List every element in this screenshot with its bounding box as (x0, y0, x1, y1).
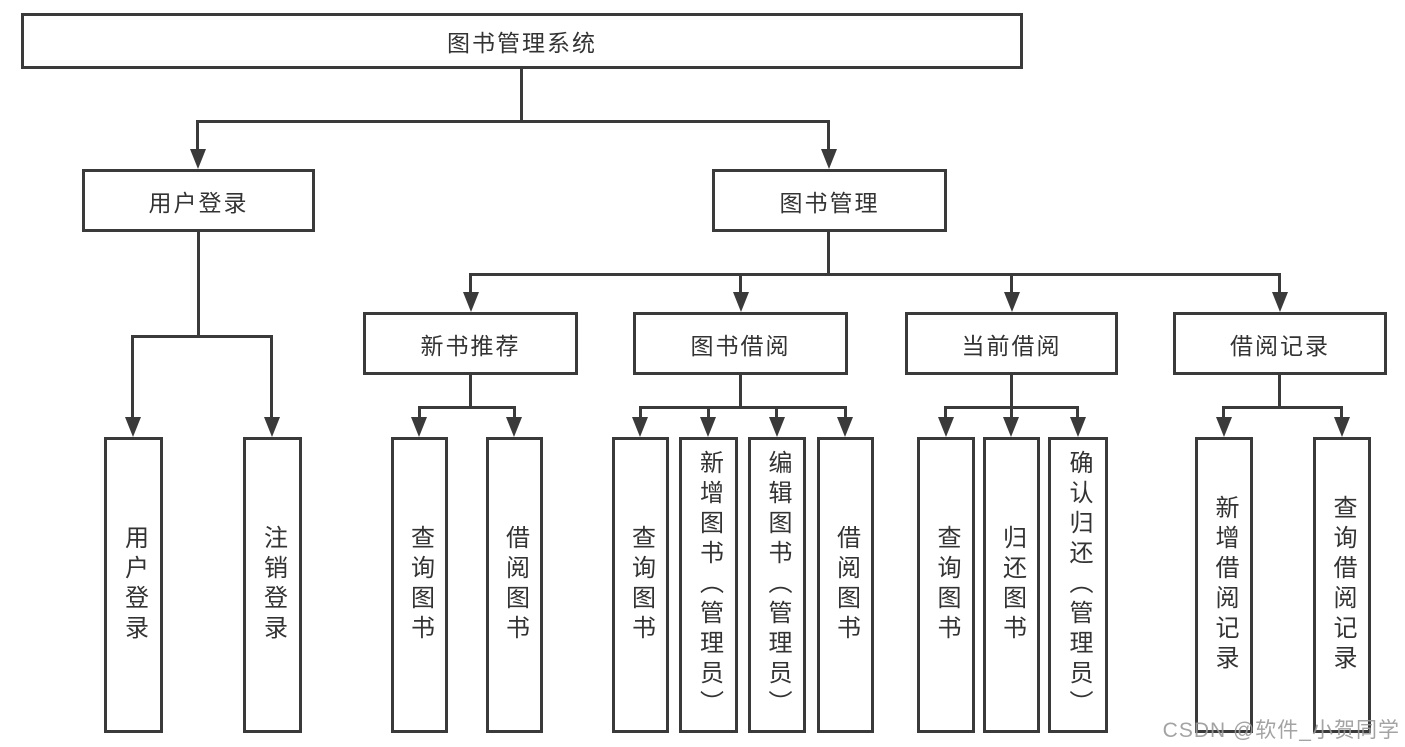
arrow-down-icon (938, 417, 954, 437)
leaf-label: 查询图书 (627, 525, 655, 645)
leaf-label: 查询图书 (933, 525, 960, 645)
connector-new-book-drop (418, 406, 421, 420)
node-book-management: 图书管理 (712, 169, 947, 232)
leaf-label: 编辑图书（管理员） (764, 450, 791, 720)
connector-borrowing-stem (739, 375, 742, 406)
node-book-borrowing: 图书借阅 (633, 312, 848, 375)
arrow-down-icon (1003, 417, 1019, 437)
leaf-return-books: 归还图书 (983, 437, 1040, 733)
connector-records-bar (1222, 406, 1343, 409)
leaf-logout: 注销登录 (243, 437, 302, 733)
arrow-down-icon (632, 417, 648, 437)
connector-new-book-drop (513, 406, 516, 420)
connector-root-drop-left (196, 120, 199, 152)
leaf-query-books-recommend: 查询图书 (391, 437, 448, 733)
connector-records-drop (1222, 406, 1225, 420)
connector-borrowing-drop (844, 406, 847, 420)
connector-root-bar (196, 120, 830, 123)
connector-user-login-drop (270, 335, 273, 420)
connector-borrowing-drop (775, 406, 778, 420)
arrow-down-icon (1334, 417, 1350, 437)
connector-current-drop (944, 406, 947, 420)
connector-current-stem (1010, 375, 1013, 406)
leaf-label: 注销登录 (259, 525, 287, 645)
leaf-label: 用户登录 (120, 525, 148, 645)
node-borrowing-records: 借阅记录 (1173, 312, 1387, 375)
leaf-borrow-books-recommend: 借阅图书 (486, 437, 543, 733)
arrow-down-icon (821, 149, 837, 169)
csdn-watermark: CSDN @软件_小贺同学 (1162, 719, 1400, 742)
connector-user-login-drop (131, 335, 134, 420)
leaf-label: 借阅图书 (832, 525, 860, 645)
arrow-down-icon (733, 292, 749, 312)
connector-book-mgmt-drop (469, 273, 472, 295)
connector-user-login-bar (131, 335, 273, 338)
connector-book-mgmt-drop (739, 273, 742, 295)
connector-current-drop (1076, 406, 1079, 420)
leaf-label: 归还图书 (998, 525, 1026, 645)
connector-user-login-stem (197, 232, 200, 335)
node-current-borrowing: 当前借阅 (905, 312, 1118, 375)
arrow-down-icon (1004, 292, 1020, 312)
connector-book-mgmt-drop (1010, 273, 1013, 295)
arrow-down-icon (1216, 417, 1232, 437)
arrow-down-icon (411, 417, 427, 437)
leaf-query-books-borrowing: 查询图书 (612, 437, 669, 733)
connector-borrowing-bar (639, 406, 847, 409)
leaf-query-borrow-record: 查询借阅记录 (1313, 437, 1371, 733)
leaf-add-books-admin: 新增图书（管理员） (679, 437, 738, 733)
leaf-label: 查询图书 (406, 525, 434, 645)
node-user-login: 用户登录 (82, 169, 315, 232)
arrow-down-icon (463, 292, 479, 312)
connector-book-mgmt-stem (827, 232, 830, 273)
connector-borrowing-drop (639, 406, 642, 420)
leaf-user-login: 用户登录 (104, 437, 163, 733)
node-library-management-system: 图书管理系统 (21, 13, 1023, 69)
connector-new-book-stem (469, 375, 472, 406)
leaf-label: 查询借阅记录 (1329, 495, 1356, 675)
connector-new-book-bar (418, 406, 516, 409)
leaf-add-borrow-record: 新增借阅记录 (1195, 437, 1253, 733)
arrow-down-icon (125, 417, 141, 437)
arrow-down-icon (506, 417, 522, 437)
leaf-label: 确认归还（管理员） (1065, 450, 1092, 720)
connector-current-drop (1010, 406, 1013, 420)
leaf-edit-books-admin: 编辑图书（管理员） (748, 437, 806, 733)
arrow-down-icon (1272, 292, 1288, 312)
arrow-down-icon (190, 149, 206, 169)
connector-records-stem (1278, 375, 1281, 406)
connector-book-mgmt-bar (469, 273, 1281, 276)
leaf-borrow-books-borrowing: 借阅图书 (817, 437, 874, 733)
connector-root-stem (520, 69, 523, 120)
leaf-label: 新增借阅记录 (1211, 495, 1238, 675)
arrow-down-icon (1070, 417, 1086, 437)
arrow-down-icon (769, 417, 785, 437)
connector-borrowing-drop (707, 406, 710, 420)
leaf-label: 借阅图书 (501, 525, 529, 645)
arrow-down-icon (837, 417, 853, 437)
connector-book-mgmt-drop (1278, 273, 1281, 295)
connector-records-drop (1340, 406, 1343, 420)
leaf-query-books-current: 查询图书 (917, 437, 975, 733)
arrow-down-icon (700, 417, 716, 437)
connector-root-drop-right (827, 120, 830, 152)
node-new-book-recommend: 新书推荐 (363, 312, 578, 375)
arrow-down-icon (264, 417, 280, 437)
leaf-confirm-return-admin: 确认归还（管理员） (1048, 437, 1108, 733)
leaf-label: 新增图书（管理员） (695, 450, 723, 720)
